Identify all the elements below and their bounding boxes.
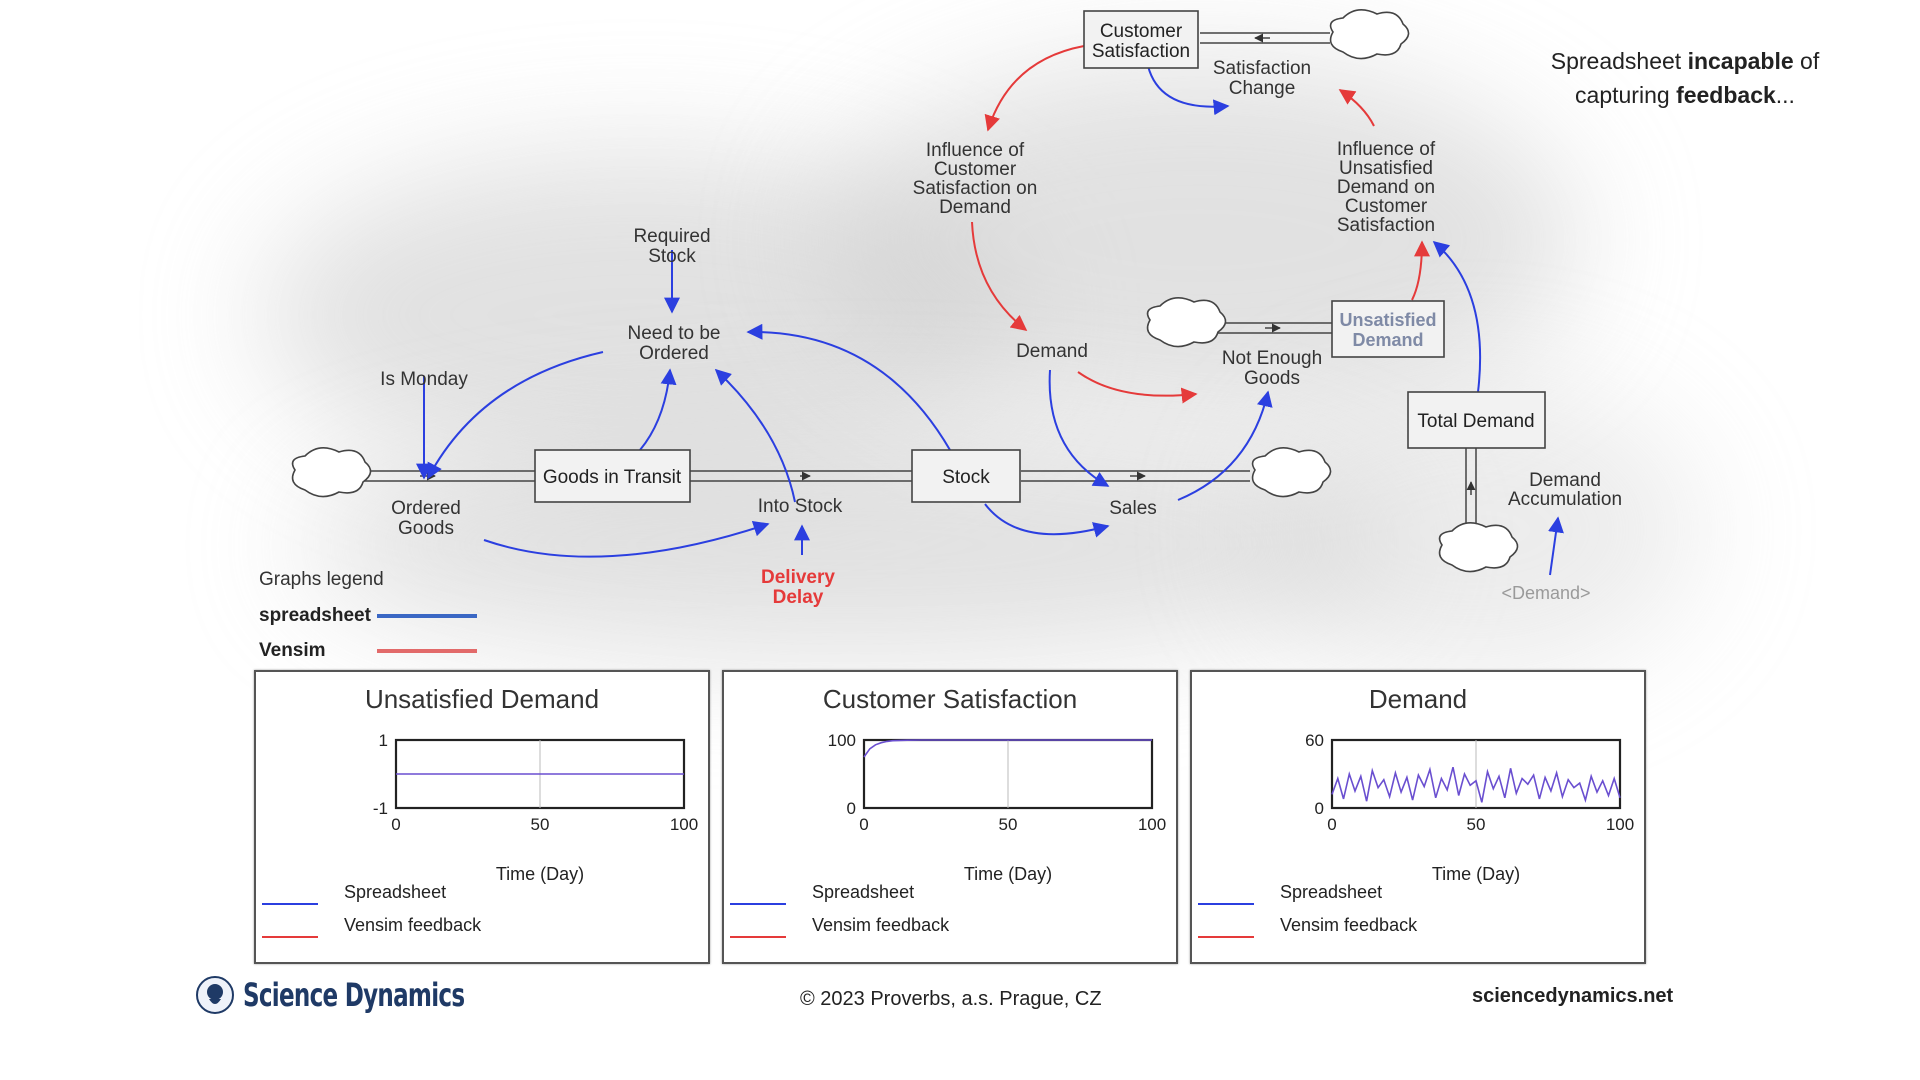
- chart-title: Unsatisfied Demand: [364, 684, 600, 714]
- stock-goods-in-transit[interactable]: Goods in Transit: [534, 449, 691, 503]
- x-tick-label: 50: [999, 815, 1018, 834]
- legend-label: Spreadsheet: [344, 882, 446, 902]
- legend-spreadsheet-label: spreadsheet: [259, 605, 371, 626]
- x-axis-label: Time (Day): [1432, 864, 1520, 884]
- x-tick-label: 0: [1327, 815, 1336, 834]
- svg-text:Satisfaction: Satisfaction: [1213, 58, 1311, 79]
- feedback-note: Spreadsheet incapable of capturing feedb…: [1550, 48, 1820, 108]
- cloud-background: [300, 430, 1400, 660]
- series-line: [863, 739, 1152, 758]
- flow-pipes: [355, 32, 1477, 532]
- svg-text:Required: Required: [633, 226, 710, 247]
- brand-name: Science Dynamics: [243, 976, 465, 1014]
- svg-text:Change: Change: [1229, 78, 1296, 99]
- svg-text:Stock: Stock: [648, 246, 696, 267]
- svg-text:Not Enough: Not Enough: [1222, 348, 1322, 369]
- x-tick-label: 100: [1138, 815, 1166, 834]
- svg-text:Influence of: Influence of: [926, 140, 1025, 161]
- svg-text:Ordered: Ordered: [391, 498, 461, 519]
- svg-text:Accumulation: Accumulation: [1508, 489, 1622, 510]
- causal-links-blue: [416, 65, 1564, 576]
- svg-text:Customer: Customer: [934, 159, 1017, 180]
- svg-text:Influence of: Influence of: [1337, 139, 1436, 160]
- y-tick-label: 0: [847, 799, 856, 818]
- svg-text:Delay: Delay: [773, 587, 824, 608]
- svg-text:Satisfaction: Satisfaction: [1092, 41, 1190, 62]
- svg-text:Ordered: Ordered: [639, 343, 709, 364]
- svg-text:Stock: Stock: [942, 467, 990, 488]
- cloud-icon: [291, 9, 1519, 573]
- y-tick-label: 100: [828, 731, 856, 750]
- svg-text:Sales: Sales: [1109, 498, 1157, 519]
- svg-text:Demand on: Demand on: [1337, 177, 1435, 198]
- y-tick-label: -1: [373, 799, 388, 818]
- legend-label: Vensim feedback: [344, 915, 482, 935]
- legend-label: Spreadsheet: [1280, 882, 1382, 902]
- svg-text:Goods: Goods: [1244, 368, 1300, 389]
- svg-text:Goods: Goods: [398, 518, 454, 539]
- chart-title: Demand: [1368, 684, 1468, 714]
- svg-text:Need to be: Need to be: [628, 323, 721, 344]
- chart-title: Customer Satisfaction: [822, 684, 1078, 714]
- causal-links-red: [971, 45, 1430, 404]
- x-tick-label: 50: [531, 815, 550, 834]
- svg-text:Total Demand: Total Demand: [1417, 411, 1534, 432]
- x-axis-label: Time (Day): [964, 864, 1052, 884]
- y-tick-label: 1: [379, 731, 388, 750]
- legend-spreadsheet-swatch: [377, 614, 477, 618]
- svg-text:Delivery: Delivery: [761, 567, 835, 588]
- legend-label: Vensim feedback: [1280, 915, 1418, 935]
- legend-vensim-label: Vensim: [259, 640, 326, 661]
- science-dynamics-logo[interactable]: Science Dynamics: [195, 975, 550, 1015]
- svg-text:Satisfaction on: Satisfaction on: [913, 178, 1038, 199]
- graphs-legend-title: Graphs legend: [259, 569, 384, 590]
- svg-text:Demand: Demand: [939, 197, 1011, 218]
- legend-vensim: Vensim: [259, 640, 477, 662]
- copyright: © 2023 Proverbs, a.s. Prague, CZ: [800, 988, 1102, 1010]
- svg-text:Demand: Demand: [1016, 341, 1088, 362]
- stock-total-demand[interactable]: Total Demand: [1407, 391, 1546, 449]
- y-tick-label: 60: [1305, 731, 1324, 750]
- variable-labels: Satisfaction Change Influence of Custome…: [380, 58, 1622, 608]
- svg-text:Demand: Demand: [1352, 330, 1423, 350]
- stock-stock[interactable]: Stock: [911, 449, 1021, 503]
- svg-text:Satisfaction: Satisfaction: [1337, 215, 1435, 236]
- svg-text:Customer: Customer: [1345, 196, 1428, 217]
- legend-spreadsheet: spreadsheet: [259, 605, 477, 627]
- legend-label: Vensim feedback: [812, 915, 950, 935]
- stock-unsatisfied-demand[interactable]: Unsatisfied Demand: [1331, 300, 1445, 358]
- svg-text:Goods in Transit: Goods in Transit: [543, 467, 682, 488]
- x-tick-label: 0: [859, 815, 868, 834]
- svg-text:<Demand>: <Demand>: [1501, 583, 1590, 603]
- svg-text:Unsatisfied: Unsatisfied: [1339, 158, 1433, 179]
- svg-text:Customer: Customer: [1100, 21, 1183, 42]
- svg-text:Is Monday: Is Monday: [380, 369, 468, 390]
- stock-customer-satisfaction[interactable]: Customer Satisfaction: [1083, 10, 1199, 69]
- svg-text:Unsatisfied: Unsatisfied: [1339, 310, 1436, 330]
- svg-text:Into Stock: Into Stock: [758, 496, 843, 517]
- x-tick-label: 50: [1467, 815, 1486, 834]
- x-axis-label: Time (Day): [496, 864, 584, 884]
- legend-vensim-swatch: [377, 649, 477, 653]
- series-line: [1331, 766, 1621, 803]
- x-tick-label: 100: [670, 815, 698, 834]
- svg-text:Demand: Demand: [1529, 470, 1601, 491]
- website-link[interactable]: sciencedynamics.net: [1472, 985, 1674, 1007]
- x-tick-label: 0: [391, 815, 400, 834]
- cloud-background: [820, 60, 1580, 420]
- legend-label: Spreadsheet: [812, 882, 914, 902]
- logo-icon: [196, 976, 234, 1014]
- y-tick-label: 0: [1315, 799, 1324, 818]
- x-tick-label: 100: [1606, 815, 1634, 834]
